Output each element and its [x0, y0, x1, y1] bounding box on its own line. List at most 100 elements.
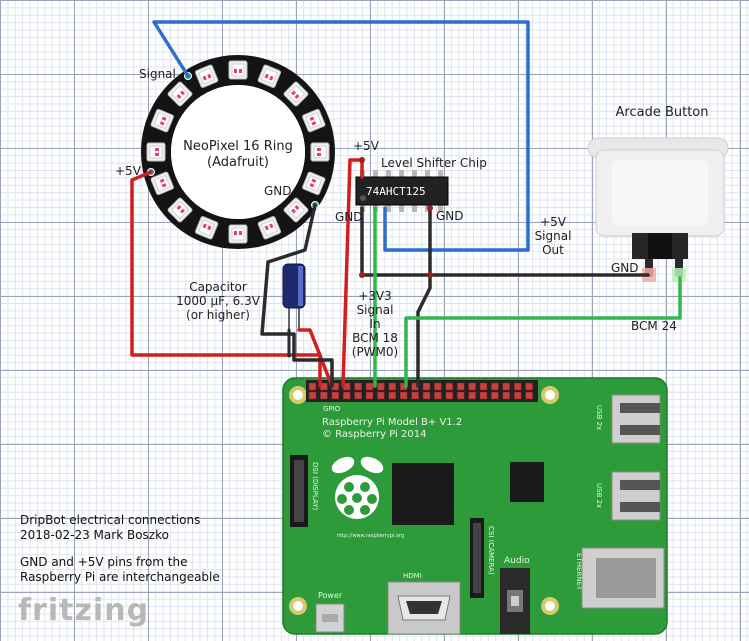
button-signal-terminal [672, 268, 686, 282]
wire-red-ring-5v [130, 170, 322, 388]
gpio-pin [502, 382, 511, 391]
cap-note-label: (or higher) [186, 308, 250, 322]
led-pixel [257, 64, 282, 88]
ethernet-label: ETHERNET [575, 553, 583, 591]
led-pixel [228, 60, 248, 80]
cap-name-label: Capacitor [189, 280, 247, 294]
led-pixel [167, 197, 193, 223]
gpio-pin [308, 382, 317, 391]
gpio-pin [388, 391, 397, 400]
led-pixel [228, 224, 248, 244]
gpio-pin [411, 391, 419, 400]
gpio-pin [434, 391, 442, 400]
ring-name-label: NeoPixel 16 Ring [183, 139, 293, 154]
note-line4: Raspberry Pi are interchangeable [20, 570, 220, 584]
sig-out-line2: Signal [535, 229, 572, 243]
button-gnd-label: GND [611, 261, 639, 275]
gpio-pin [399, 391, 408, 400]
led-pixel [257, 216, 282, 240]
gpio-label: GPIO [323, 405, 341, 413]
gpio-pin [365, 391, 374, 400]
chip-pin [386, 204, 391, 212]
led-pixel [150, 171, 174, 196]
gpio-pin [331, 391, 340, 400]
wire-black-ring-gnd [260, 203, 334, 388]
wire-green-bcm24 [404, 276, 682, 388]
led-pixel [310, 142, 330, 162]
signal-label: Signal [139, 67, 176, 81]
led-pixel [283, 81, 309, 107]
labels: Signal NeoPixel 16 Ring (Adafruit) +5V G… [115, 67, 709, 359]
led-pixel [302, 108, 326, 133]
url-label: http://www.raspberrypi.org [337, 533, 404, 539]
button-name-label: Arcade Button [616, 105, 709, 120]
gpio-header [306, 380, 538, 402]
sig-in-line2: Signal [357, 303, 394, 317]
notes: DripBot electrical connections 2018-02-2… [18, 513, 220, 628]
led-pixel [150, 108, 174, 133]
gpio-pin [513, 391, 522, 400]
led-pixel [194, 216, 219, 240]
gpio-pin [434, 382, 442, 391]
raspberry-pi-board: GPIO Raspberry Pi Model B+ V1.2 © Raspbe… [282, 377, 668, 635]
gpio-pin [468, 382, 476, 391]
sig-in-line3: In [369, 317, 380, 331]
shifter-name-label: Level Shifter Chip [381, 156, 487, 170]
sig-out-line1: +5V [540, 215, 567, 229]
ring-gnd-label: GND [264, 184, 292, 198]
wire-red-chip-5v [341, 158, 364, 388]
raspberry-logo [331, 456, 384, 519]
cap-value-label: 1000 µF, 6.3V [176, 294, 261, 308]
arcade-button [587, 137, 729, 282]
chip-pin [373, 170, 378, 178]
audio-label: Audio [504, 556, 530, 566]
gpio-pin [456, 391, 465, 400]
fritzing-logo: fritzing [18, 593, 149, 628]
gpio-pin [525, 391, 533, 400]
gpio-pin [456, 382, 465, 391]
chip-pin [386, 170, 391, 178]
shifter-gnd-right-label: GND [436, 209, 464, 223]
gpio-pin [502, 391, 511, 400]
shifter-gnd-left-label: GND [335, 210, 363, 224]
sig-in-line1: +3V3 [358, 289, 392, 303]
gpio-pin [377, 391, 385, 400]
note-line3: GND and +5V pins from the [20, 555, 188, 569]
usb1-label: USB 2x [595, 405, 603, 430]
gpio-pin [422, 382, 431, 391]
chip-part-label: 74AHCT125 [366, 185, 426, 198]
level-shifter-chip: 74AHCT125 [355, 170, 449, 212]
led-pixel [167, 81, 193, 107]
gpio-pin [513, 382, 522, 391]
gpio-pin [308, 391, 317, 400]
chip-pin [399, 170, 404, 178]
dsi-label: DSI (DISPLAY) [311, 462, 319, 511]
gpio-pin [354, 391, 362, 400]
board-copyright-label: © Raspberry Pi 2014 [322, 429, 426, 440]
ring-5v-label: +5V [115, 164, 142, 178]
led-pixel [146, 142, 166, 162]
note-line2: 2018-02-23 Mark Boszko [20, 528, 169, 542]
wire-blue-signal [152, 20, 530, 252]
gpio-pin [388, 382, 397, 391]
wires [130, 20, 682, 388]
gpio-pin [377, 382, 385, 391]
chip-pin [399, 204, 404, 212]
gpio-pin [491, 382, 499, 391]
chip-pin [438, 170, 443, 178]
chip-pin [412, 204, 417, 212]
sig-in-line5: (PWM0) [352, 345, 398, 359]
sig-in-line4: BCM 18 [352, 331, 398, 345]
led-pixel [194, 64, 219, 88]
gpio-pin [525, 382, 533, 391]
chip-pin [425, 170, 430, 178]
gpio-pin [468, 391, 476, 400]
led-pixel [302, 171, 326, 196]
gpio-pin [320, 391, 328, 400]
board-model-label: Raspberry Pi Model B+ V1.2 [322, 417, 462, 428]
sig-out-line3: Out [542, 243, 564, 257]
capacitor [282, 263, 306, 330]
gpio-pin [479, 382, 488, 391]
chip-pin [438, 204, 443, 212]
